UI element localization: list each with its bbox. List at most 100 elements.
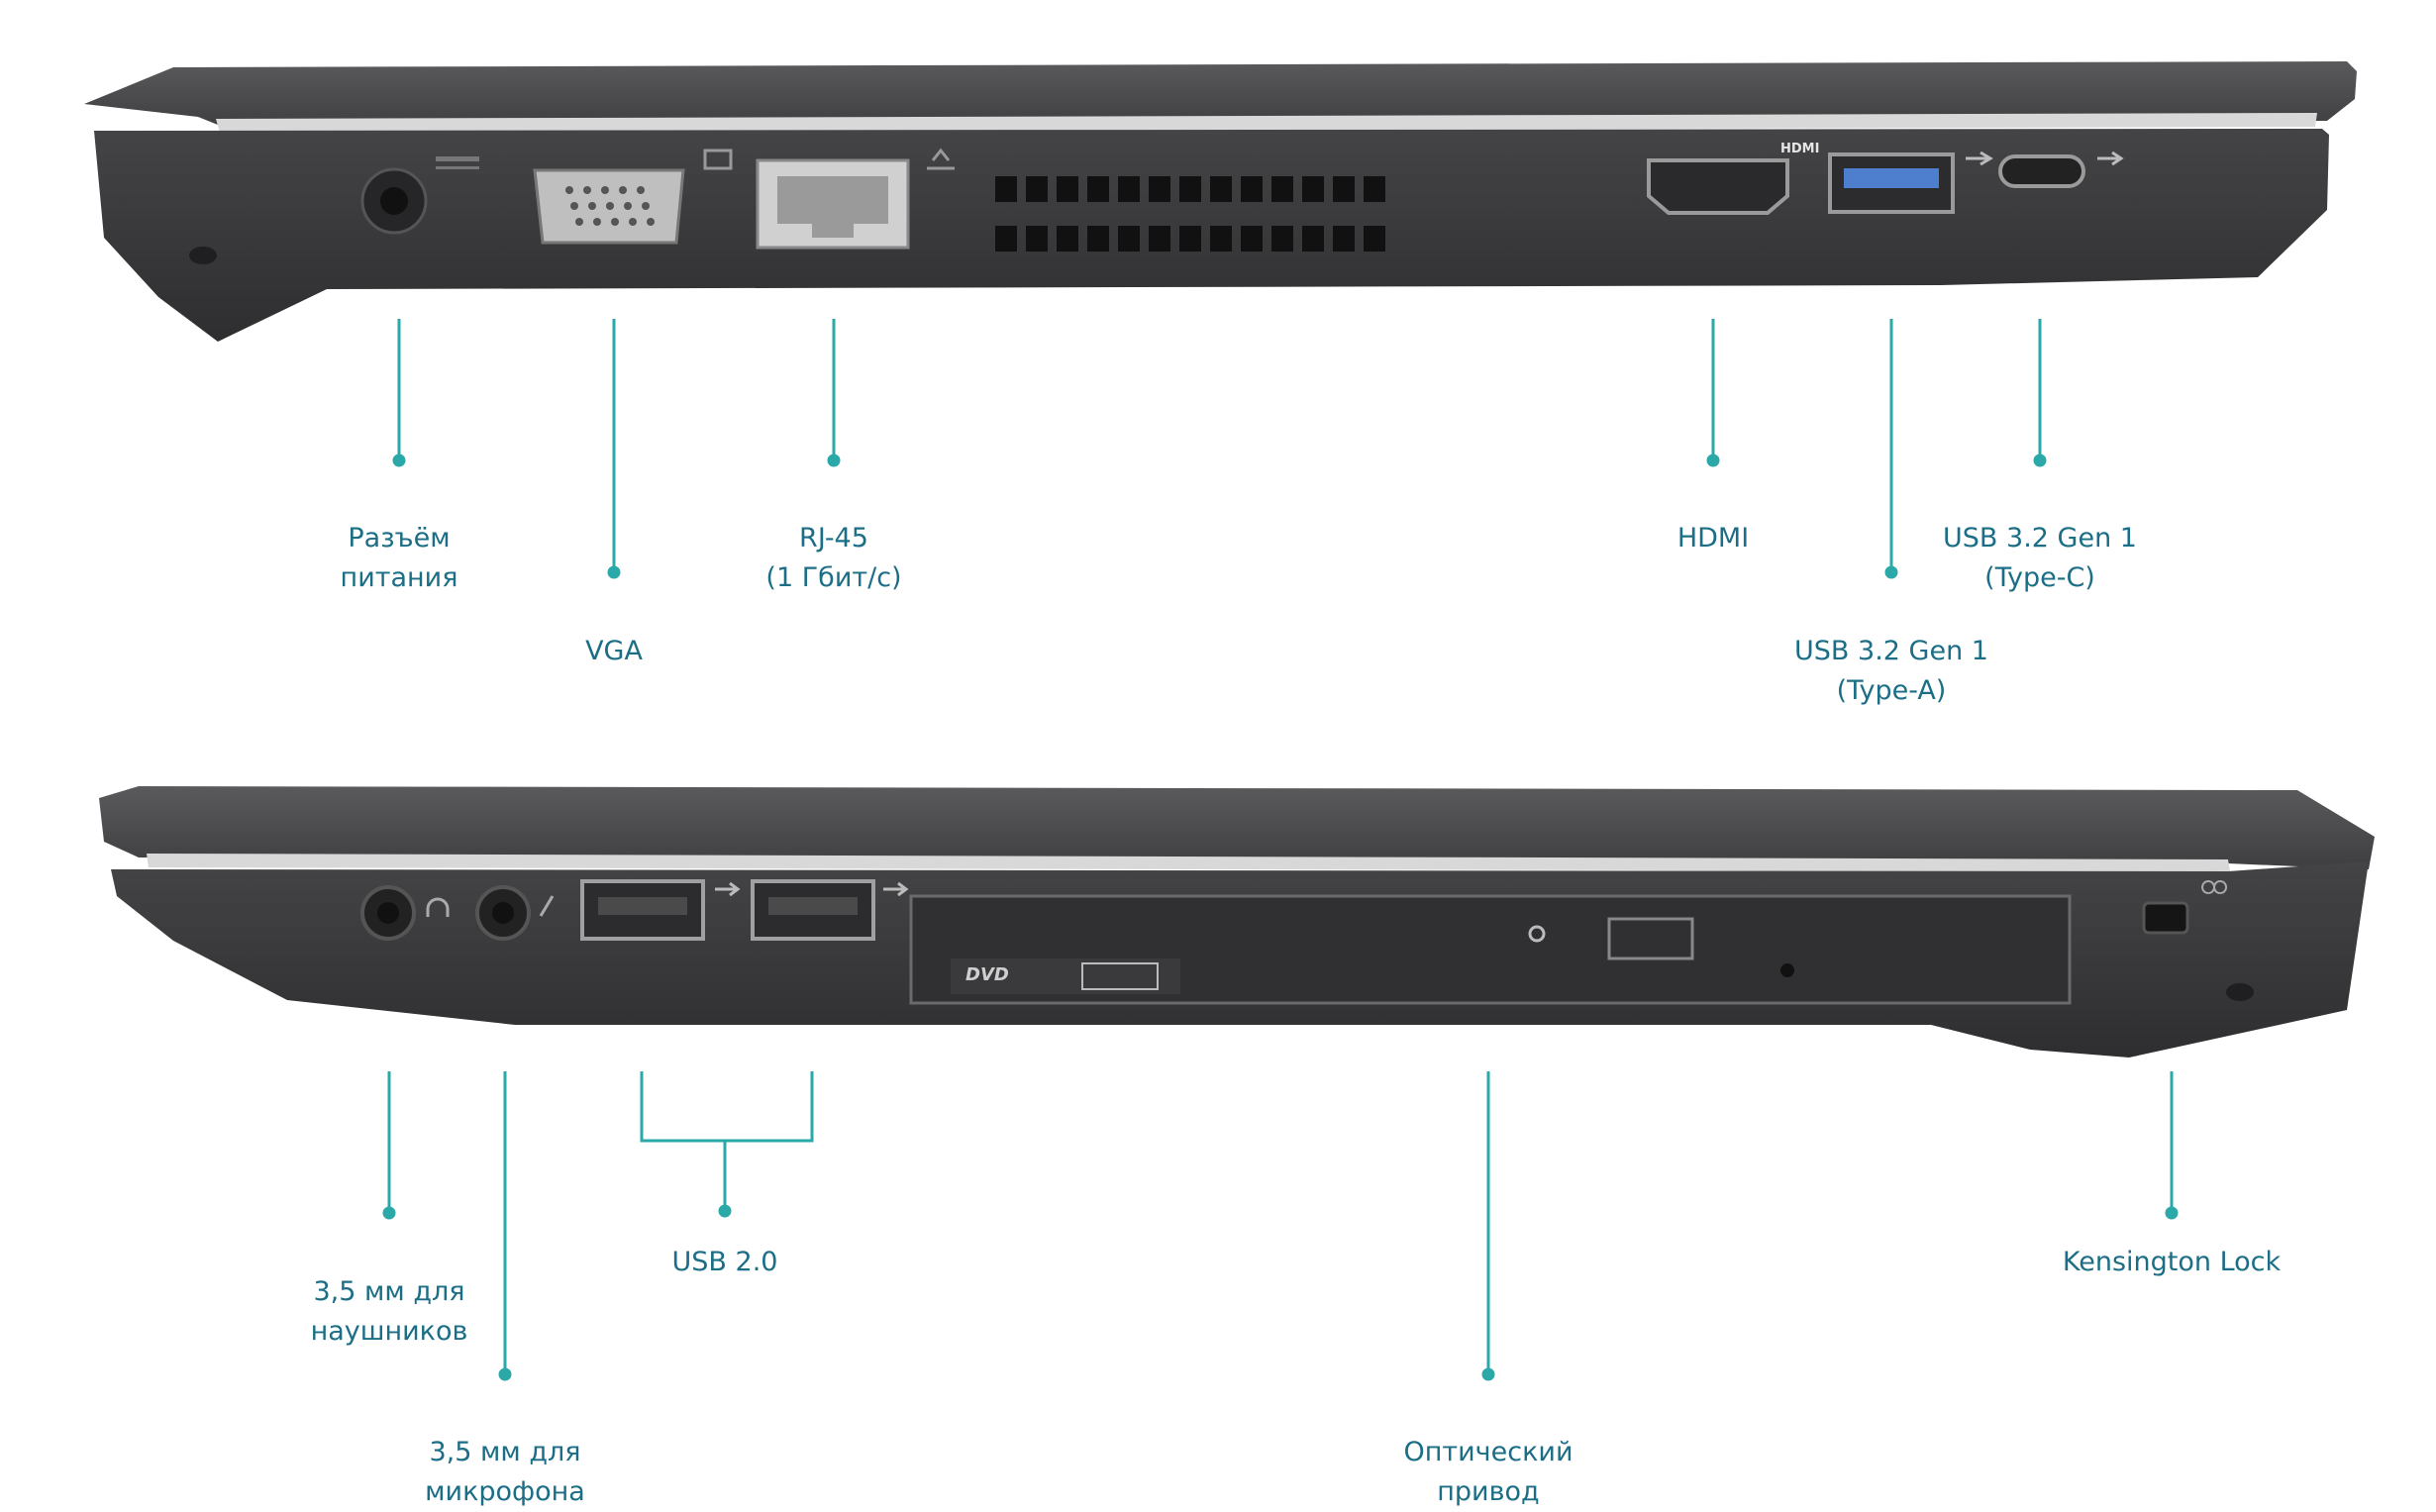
laptop-left-side: HDMI bbox=[84, 61, 2357, 342]
label-line: микрофона bbox=[425, 1476, 585, 1507]
vent-slot bbox=[1057, 176, 1078, 202]
label-line: RJ-45 bbox=[799, 523, 868, 554]
laptop-right-side: DVD bbox=[99, 786, 2375, 1058]
vent-slot bbox=[1210, 176, 1232, 202]
vent-slot bbox=[1149, 226, 1170, 252]
callout-dot-hdmi bbox=[1706, 454, 1720, 467]
label-line: (Type-A) bbox=[1836, 675, 1947, 706]
label-line: USB 3.2 Gen 1 bbox=[1943, 523, 2137, 554]
label-line: питания bbox=[340, 562, 458, 593]
usb-a-port bbox=[1828, 151, 1993, 214]
label-line: Оптический bbox=[1403, 1437, 1573, 1467]
callout-dot-rj45 bbox=[827, 454, 841, 467]
usb2-port-2 bbox=[751, 879, 909, 941]
kensington-slot bbox=[2142, 880, 2228, 935]
label-line: USB 3.2 Gen 1 bbox=[1794, 636, 1988, 666]
label-line: HDMI bbox=[1676, 523, 1750, 554]
label-vga: VGA bbox=[585, 632, 643, 671]
vent-slot bbox=[1179, 226, 1201, 252]
label-kensington-lock: Kensington Lock bbox=[2063, 1243, 2281, 1282]
vent-slot bbox=[1333, 176, 1355, 202]
usb2-port-1 bbox=[580, 879, 741, 941]
label-usb-c: USB 3.2 Gen 1 (Type-C) bbox=[1943, 519, 2137, 598]
callout-dot-headphones bbox=[382, 1206, 396, 1220]
vent-slot bbox=[995, 226, 1017, 252]
vent-slot bbox=[1241, 226, 1263, 252]
chassis-screw bbox=[2226, 983, 2254, 1001]
label-rj45: RJ-45 (1 Гбит/с) bbox=[765, 519, 901, 598]
vent-slot bbox=[1026, 226, 1048, 252]
label-line: USB 2.0 bbox=[671, 1247, 778, 1277]
label-optical-drive: Оптический привод bbox=[1404, 1433, 1573, 1512]
emergency-eject-hole bbox=[1780, 963, 1794, 977]
dvd-logo: DVD bbox=[965, 964, 1009, 985]
vent-slot bbox=[1179, 176, 1201, 202]
label-usb2: USB 2.0 bbox=[672, 1243, 778, 1282]
callout-dot-usb-a bbox=[1884, 565, 1898, 579]
microphone-icon bbox=[539, 895, 555, 917]
drive-activity-led bbox=[1528, 925, 1546, 943]
callout-dot-vga bbox=[607, 565, 621, 579]
vent-slot bbox=[1210, 226, 1232, 252]
power-jack bbox=[360, 156, 479, 235]
microphone-jack bbox=[475, 885, 555, 941]
vent-slot bbox=[1333, 226, 1355, 252]
network-icon bbox=[927, 148, 955, 170]
vent-slot bbox=[1364, 176, 1385, 202]
usb-c-port bbox=[1998, 151, 2124, 188]
hinge-strip bbox=[147, 854, 2230, 871]
label-line: наушников bbox=[310, 1316, 468, 1347]
usb-icon bbox=[1966, 151, 1993, 166]
vent-slot bbox=[1302, 176, 1324, 202]
vent-slot bbox=[1241, 176, 1263, 202]
label-usb-a: USB 3.2 Gen 1 (Type-A) bbox=[1794, 632, 1988, 711]
label-hdmi: HDMI bbox=[1677, 519, 1749, 558]
vent-slot bbox=[1118, 176, 1140, 202]
headphone-icon bbox=[426, 897, 450, 917]
hdmi-marking: HDMI bbox=[1780, 142, 1819, 156]
callout-bracket-usb2 bbox=[640, 1071, 814, 1211]
eject-button bbox=[1607, 917, 1694, 960]
hinge-strip bbox=[216, 113, 2317, 133]
vent-slot bbox=[1087, 176, 1109, 202]
label-line: Разъём bbox=[348, 523, 451, 554]
lid bbox=[84, 61, 2357, 129]
callout-dot-kensington bbox=[2165, 1206, 2179, 1220]
vent-slot bbox=[995, 176, 1017, 202]
callout-dot-usb2 bbox=[718, 1204, 732, 1218]
lid bbox=[99, 786, 2375, 869]
vent-slot bbox=[1057, 226, 1078, 252]
rj45-port bbox=[756, 148, 955, 250]
vga-port bbox=[533, 149, 733, 245]
usb-icon bbox=[883, 881, 909, 897]
label-headphones: 3,5 мм для наушников bbox=[311, 1272, 468, 1352]
chassis-screw bbox=[189, 247, 217, 264]
vent-slot bbox=[1271, 176, 1293, 202]
label-line: привод bbox=[1437, 1476, 1540, 1507]
label-line: 3,5 мм для bbox=[429, 1437, 581, 1467]
label-line: (Type-C) bbox=[1984, 562, 2095, 593]
optical-drive: DVD bbox=[909, 894, 2072, 1005]
headphone-jack bbox=[360, 885, 450, 941]
label-line: Kensington Lock bbox=[2062, 1247, 2282, 1277]
label-microphone: 3,5 мм для микрофона bbox=[425, 1433, 585, 1512]
label-power-connector: Разъём питания bbox=[341, 519, 458, 598]
callout-dot-power bbox=[392, 454, 406, 467]
vent-slot bbox=[1118, 226, 1140, 252]
label-line: (1 Гбит/с) bbox=[765, 562, 902, 593]
vent-slot bbox=[1364, 226, 1385, 252]
callouts bbox=[382, 319, 2179, 1381]
usb-icon bbox=[2097, 151, 2124, 166]
callout-dot-optical bbox=[1481, 1367, 1495, 1381]
vent-slot bbox=[1026, 176, 1048, 202]
label-line: 3,5 мм для bbox=[313, 1276, 465, 1307]
cooling-vent-grille bbox=[995, 176, 1385, 252]
callout-dot-usb-c bbox=[2033, 454, 2047, 467]
label-line: VGA bbox=[585, 636, 643, 666]
vent-slot bbox=[1087, 226, 1109, 252]
usb-icon bbox=[715, 881, 741, 897]
lock-icon bbox=[2201, 880, 2228, 894]
vent-slot bbox=[1149, 176, 1170, 202]
hdmi-port: HDMI bbox=[1647, 142, 1819, 215]
